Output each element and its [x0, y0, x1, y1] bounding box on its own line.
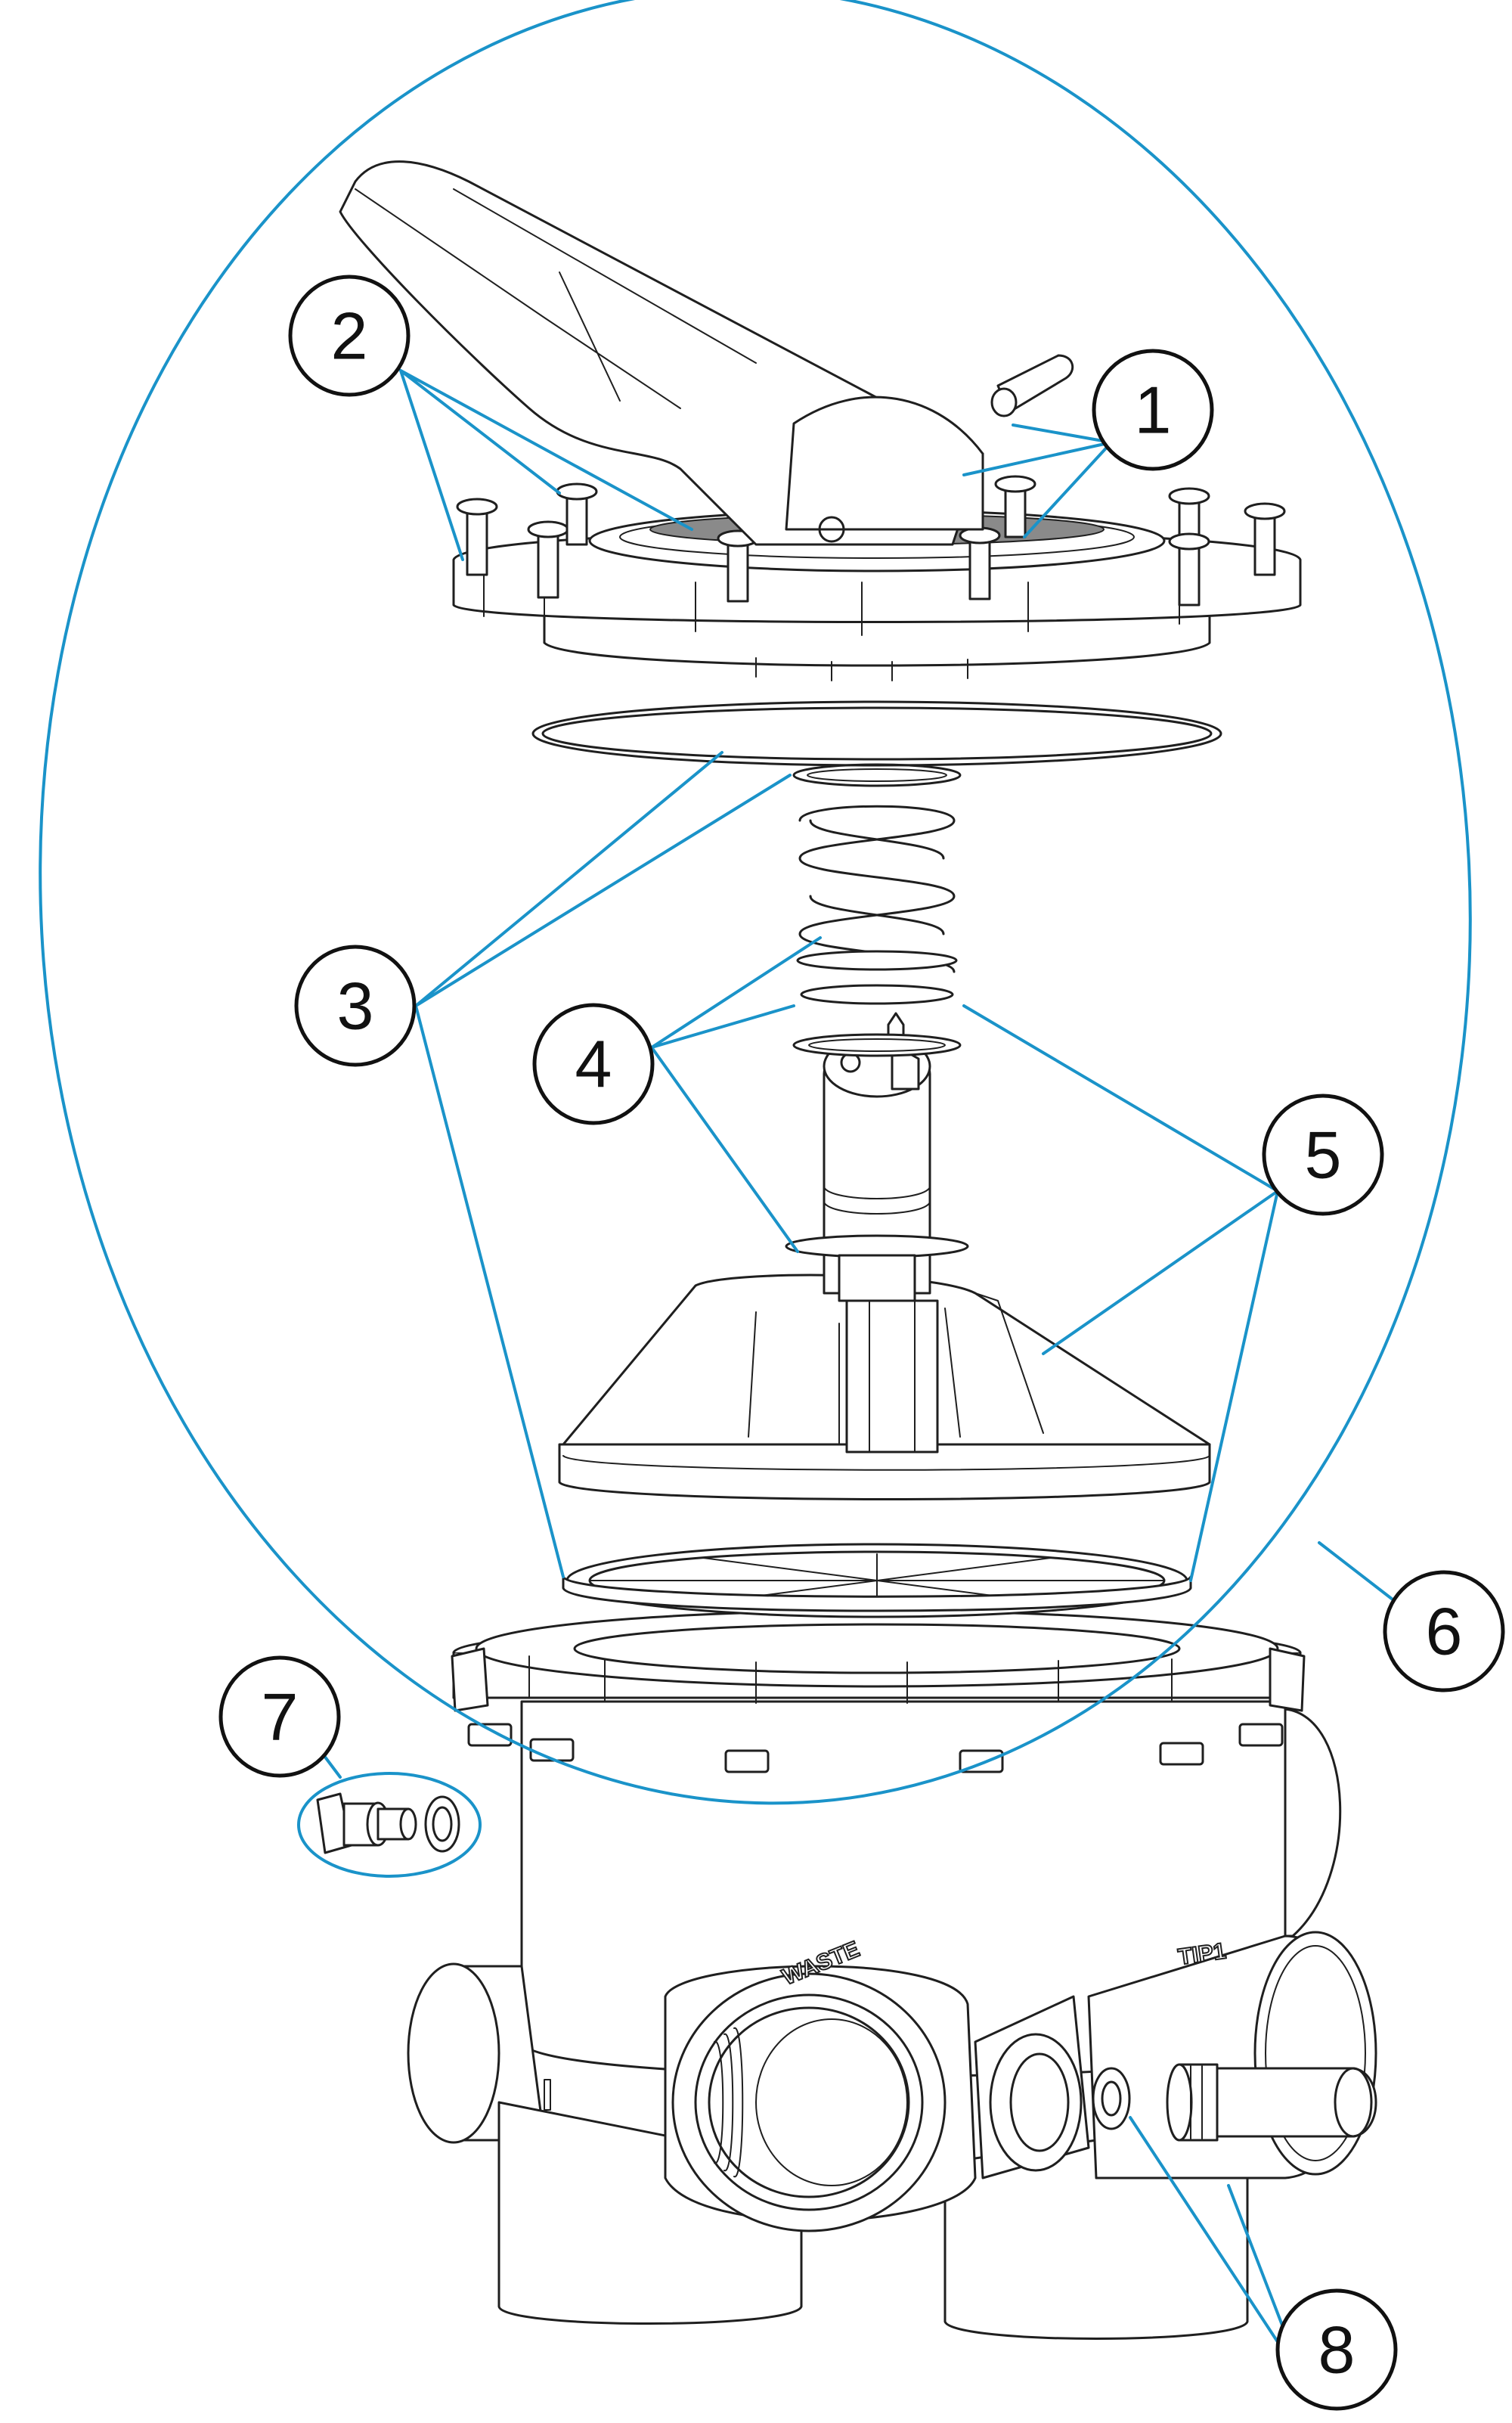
diverter-rotor	[558, 1012, 1211, 1500]
callout-4-label: 4	[575, 1027, 612, 1102]
drain-plug-assembly	[1092, 2063, 1377, 2142]
cover-o-ring	[531, 700, 1222, 767]
callout-3-label: 3	[337, 969, 374, 1044]
callout-6-label: 6	[1426, 1594, 1463, 1669]
callout-6: 6	[1383, 1570, 1505, 1692]
callout-5: 5	[1262, 1094, 1384, 1216]
callout-1-label: 1	[1135, 373, 1172, 448]
flange-nuts	[467, 1723, 1284, 1773]
callout-2-label: 2	[331, 299, 368, 374]
callout-5-label: 5	[1305, 1118, 1342, 1193]
star-gasket	[562, 1543, 1192, 1618]
valve-cover	[339, 160, 1302, 681]
valve-body: WASTE TIP1	[407, 1609, 1377, 2340]
cover-bolts	[456, 475, 1286, 607]
callout-7: 7	[218, 1655, 341, 1778]
spring-and-washers	[792, 763, 962, 1057]
callout-4: 4	[532, 1003, 655, 1125]
air-release-plug	[297, 1772, 482, 1878]
callout-7-label: 7	[262, 1680, 299, 1754]
callout-3: 3	[294, 945, 417, 1067]
callout-8: 8	[1275, 2288, 1398, 2411]
callout-2: 2	[288, 275, 411, 397]
callouts: 1 2 3 4 5 6 7 8	[218, 275, 1505, 2411]
callout-1: 1	[1092, 349, 1214, 471]
callout-8-label: 8	[1318, 2313, 1356, 2387]
